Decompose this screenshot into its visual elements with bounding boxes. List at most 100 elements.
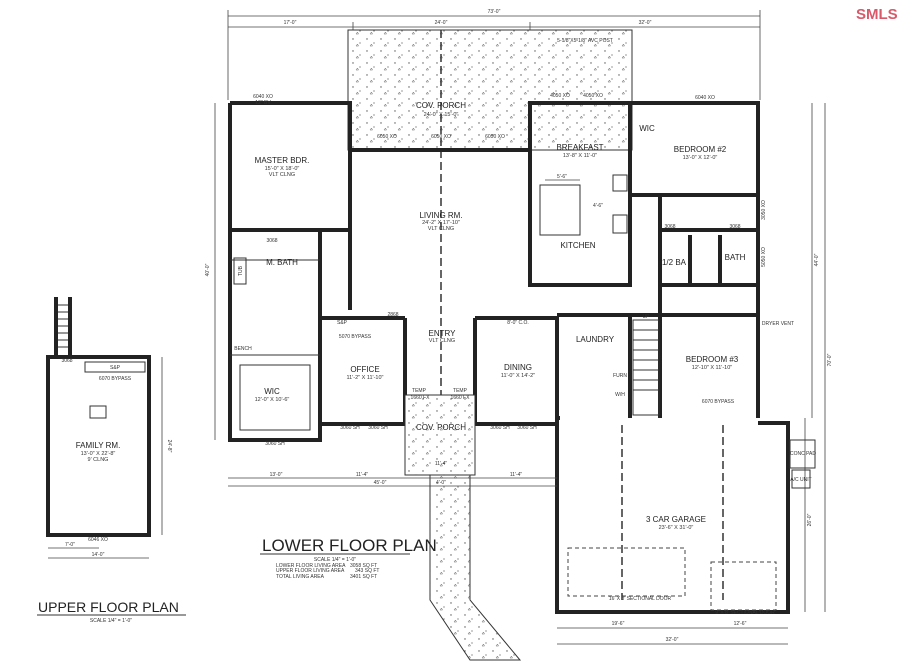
callout: 1660 FX [451,395,471,401]
bench-label: BENCH [234,346,252,352]
ac-unit: A/C UNIT [790,477,811,483]
bottom-dimensions: 13'-0" 11'-4" 11'-4" 45'-0" 4'-0" [228,472,557,487]
callout: 2868 [387,312,398,318]
callout: TEMP [412,388,427,394]
room-label: WIC [264,387,280,396]
room-size: 13'-8" X 11'-0" [563,153,597,159]
island-width: 5'-6" [557,174,567,180]
room-size: 12'-0" X 10'-6" [255,397,290,403]
dim-left: 17'-0" [284,20,297,26]
island-gap: 4'-6" [593,203,603,209]
room-ceiling: VLT CLNG [428,226,454,232]
room-label: WIC [639,124,655,133]
area-value: 343 SQ FT [355,568,379,574]
dim-garage-depth: 26'-0" [807,513,813,526]
room-size: 15'-0" X 18'-0" [265,166,300,172]
dim-depth: 44'-0" [814,253,820,266]
rear-covered-porch: COV. PORCH 24'-0" X 15'-0" 5-1/8"X5-1/8"… [347,29,633,470]
rear-porch-size: 24'-0" X 15'-0" [424,112,459,118]
callout: 6070 BYPASS [702,399,735,405]
callout: 4050 XO [583,93,603,99]
garage-door-1: 16' X 8' SECTIONAL DOOR [609,596,672,602]
dim-bottom-11b: 11'-4" [510,472,523,478]
front-porch-label: COV. PORCH [416,423,466,432]
callout: 3068 [729,224,740,230]
room-ceiling: VLT CLNG [429,338,455,344]
post-note: 5-1/8"X5-1/8" AVC POST [557,38,613,44]
callout: 3060 SH [517,425,537,431]
room-label: LAUNDRY [576,335,615,344]
room-label: BATH [725,253,746,262]
family-room-size: 13'-0" X 22'-8" [81,451,116,457]
area-label: LOWER FLOOR LIVING AREA [276,563,346,569]
callout: 12" BV [255,100,271,106]
room-label: 3 CAR GARAGE [646,515,706,524]
dim-garage-width: 32'-0" [666,637,679,643]
callout: S&P [337,320,348,326]
garage-door-2: 9' X 8' SECTIONAL DOOR [715,610,775,616]
room-size: 13'-0" X 12'-0" [683,155,718,161]
conc-pad: CONC PAD [790,451,816,457]
room-ceiling: VLT CLNG [269,172,295,178]
dim-porch-width: 4'-0" [436,480,446,486]
dim-center: 24'-0" [435,20,448,26]
window-callout-5050: 5050 XO [761,247,767,267]
callout: 6050 XO [485,134,505,140]
upper-plan-scale: SCALE 1/4" = 1'-0" [90,618,132,624]
tub-label: TUB [238,265,244,276]
room-label: BREAKFAST [556,143,603,152]
callout: 1660 FX [411,395,431,401]
area-label: TOTAL LIVING AREA [276,574,325,580]
top-dimensions: 73'-0" 17'-0" 24'-0" 32'-0" [227,9,761,100]
dim-total: 73'-0" [488,9,501,15]
stairs-up-label: UP [643,314,651,320]
callout: 6040 XO [253,94,273,100]
upper-window-callout: 6046 XO [88,537,108,543]
window-callout-3050: 3050 XO [761,200,767,220]
right-dimensions: 44'-0" 70'-0" 26'-0" 40'-0" [205,103,833,612]
callout: 3068 [664,224,675,230]
room-label: DINING [504,363,532,372]
lower-plan-title-block: LOWER FLOOR PLAN SCALE 1/4" = 1'-0" LOWE… [260,536,437,580]
furnace-label: FURN [613,373,627,379]
room-label: BEDROOM #2 [674,145,727,154]
front-porch-walkway: COV. PORCH 11'-4" [404,394,522,661]
room-label: M. BATH [266,258,298,267]
callout: 3068 [266,238,277,244]
upper-dim-width: 14'-0" [92,552,105,558]
dryer-vent-label: DRYER VENT [762,321,794,327]
callout: TEMP [453,388,468,394]
dim-right: 32'-0" [639,20,652,26]
callouts: 6040 XO 12" BV 6050 XO 6050 XO 6050 XO 4… [253,93,767,447]
room-labels: MASTER BDR. 15'-0" X 18'-0" VLT CLNG LIV… [234,124,794,531]
family-room-ceiling: 9' CLNG [88,457,109,463]
upper-door-callout: 3068 [61,358,72,364]
upper-plan-title: UPPER FLOOR PLAN [38,599,179,615]
callout: 8'-0" C.O. [507,320,529,326]
garage-doors: 16' X 8' SECTIONAL DOOR 9' X 8' SECTIONA… [557,425,816,645]
room-size: 12'-10" X 11'-10" [692,365,733,371]
water-heater-label: W/H [615,392,625,398]
rear-porch-label: COV. PORCH [416,101,466,110]
smls-logo: SMLS [856,6,898,23]
callout: 3060 SH [265,441,285,447]
callout: 4050 XO [550,93,570,99]
upper-closet-label: S&P [110,365,121,371]
upper-bypass-label: 6070 BYPASS [99,376,132,382]
kitchen-fixtures: 5'-6" 4'-6" [539,174,628,236]
dim-bottom-11a: 11'-4" [356,472,369,478]
upper-dim-depth: 24'-8" [166,440,172,453]
stairs: UP [632,314,660,416]
upper-dim-offset: 7'-0" [65,542,75,548]
front-porch-width: 11'-4" [435,461,448,467]
room-label: LIVING RM. [419,211,462,220]
room-label: MASTER BDR. [255,156,310,165]
room-size: 11'-2" X 11'-10" [347,375,384,381]
callout: 5070 BYPASS [339,334,372,340]
callout: 6040 XO [695,95,715,101]
room-size: 24'-2" X 17'-10" [422,220,460,226]
lower-plan-title: LOWER FLOOR PLAN [262,536,437,555]
area-value: 3401 SQ FT [350,574,377,580]
dim-depth-total: 70'-0" [827,353,833,366]
